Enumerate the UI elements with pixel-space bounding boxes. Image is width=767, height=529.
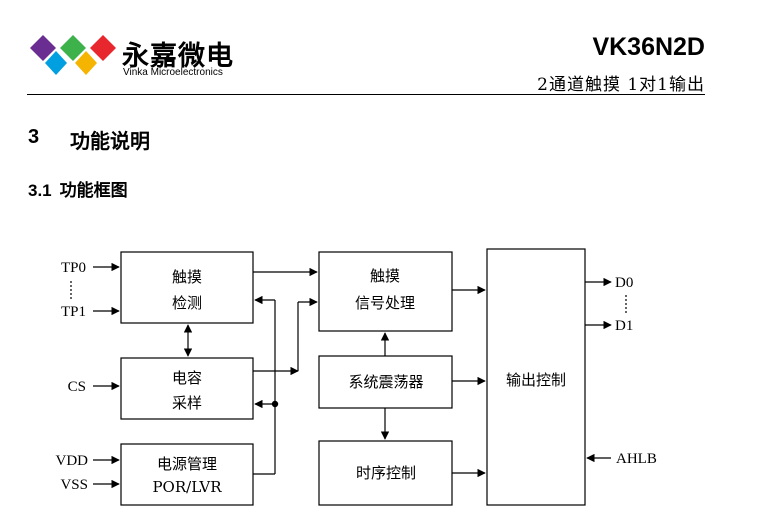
label-signal-proc-2: 信号处理 bbox=[355, 294, 415, 312]
pin-ahlb: AHLB bbox=[616, 451, 657, 467]
document-subtitle: 2通道触摸 1对1输出 bbox=[537, 75, 705, 95]
document-model: VK36N2D bbox=[592, 33, 705, 61]
header-rule bbox=[27, 94, 705, 95]
label-power-1: 电源管理 bbox=[157, 455, 217, 473]
label-timing-control: 时序控制 bbox=[356, 464, 416, 482]
pin-tp0: TP0 bbox=[61, 260, 86, 276]
label-power-2: POR/LVR bbox=[152, 478, 222, 496]
subsection-number: 3.1 bbox=[28, 181, 52, 200]
pin-cs: CS bbox=[68, 379, 86, 395]
block-signal-processing bbox=[318, 251, 453, 332]
label-touch-detect-1: 触摸 bbox=[172, 268, 202, 286]
pin-d0: D0 bbox=[615, 275, 633, 291]
company-name-en: Vinka Microelectronics bbox=[123, 67, 223, 78]
junction-dot bbox=[271, 400, 279, 408]
logo-diamond-blue bbox=[45, 51, 67, 75]
logo-diamond-yellow bbox=[75, 51, 97, 75]
section-number: 3 bbox=[28, 126, 40, 148]
logo-diamond-green bbox=[60, 35, 86, 61]
block-touch-detect bbox=[120, 251, 254, 324]
label-oscillator: 系统震荡器 bbox=[348, 373, 423, 391]
label-output-control: 输出控制 bbox=[506, 371, 566, 389]
block-cap-sample bbox=[120, 357, 254, 420]
vinka-logo bbox=[30, 35, 116, 75]
logo-diamond-red bbox=[90, 35, 116, 61]
subsection-title: 功能框图 bbox=[59, 181, 128, 201]
label-cap-sample-1: 电容 bbox=[172, 369, 202, 387]
pin-vdd: VDD bbox=[56, 453, 89, 469]
block-output-control bbox=[486, 248, 586, 506]
subsection-heading: 3.1 功能框图 bbox=[28, 176, 128, 201]
company-name-cn: 永嘉微电 bbox=[122, 41, 234, 72]
pin-d1: D1 bbox=[615, 318, 633, 334]
label-cap-sample-2: 采样 bbox=[172, 394, 202, 412]
pin-tp1: TP1 bbox=[61, 304, 86, 320]
logo-diamond-purple bbox=[30, 35, 56, 61]
section-title: 功能说明 bbox=[70, 129, 150, 153]
label-touch-detect-2: 检测 bbox=[172, 294, 202, 312]
pin-vss: VSS bbox=[60, 477, 88, 493]
label-signal-proc-1: 触摸 bbox=[370, 267, 400, 285]
